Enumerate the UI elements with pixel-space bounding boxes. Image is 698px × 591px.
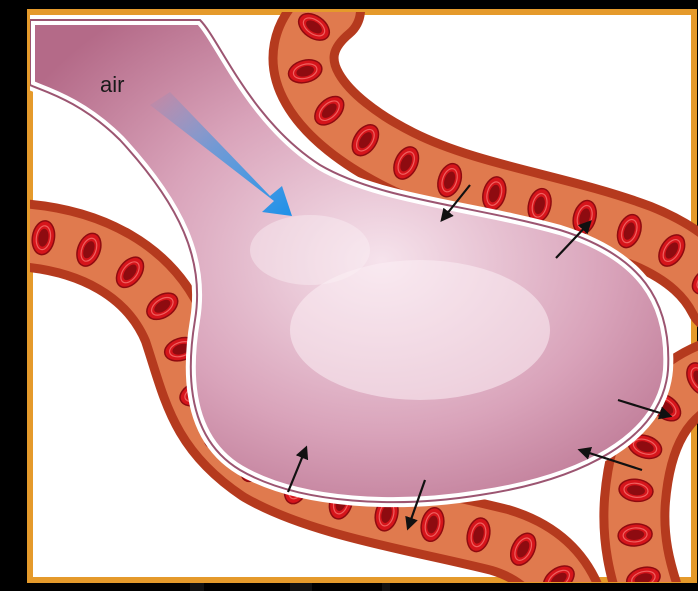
air-label: air [100, 72, 124, 97]
